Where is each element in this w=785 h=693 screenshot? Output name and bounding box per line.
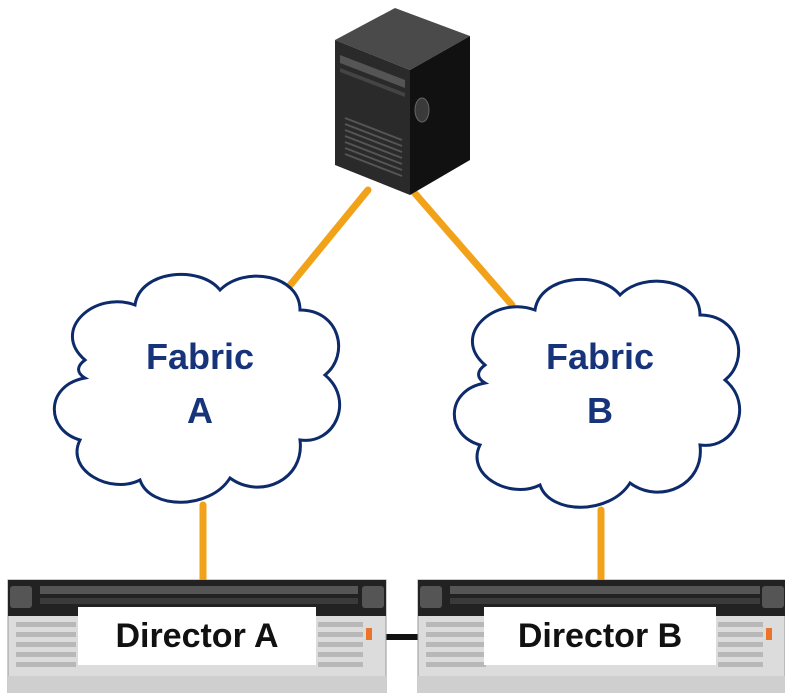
fabric-b-line1: Fabric xyxy=(545,336,655,377)
cloud-icon-fabric-b xyxy=(452,277,742,509)
fabric-b-label: Fabric B xyxy=(530,330,670,438)
director-a-label: Director A xyxy=(78,607,316,665)
fabric-b-line2: B xyxy=(587,390,613,431)
link-server-fabric-b xyxy=(408,186,516,309)
cloud-icon-fabric-a xyxy=(52,272,342,504)
fabric-a-line1: Fabric xyxy=(145,336,255,377)
tower-server-icon xyxy=(335,8,470,195)
link-server-fabric-a xyxy=(274,186,372,304)
fabric-a-line2: A xyxy=(187,390,213,431)
fabric-a-label: Fabric A xyxy=(130,330,270,438)
director-b-label: Director B xyxy=(484,607,716,665)
link-lines xyxy=(199,186,605,589)
